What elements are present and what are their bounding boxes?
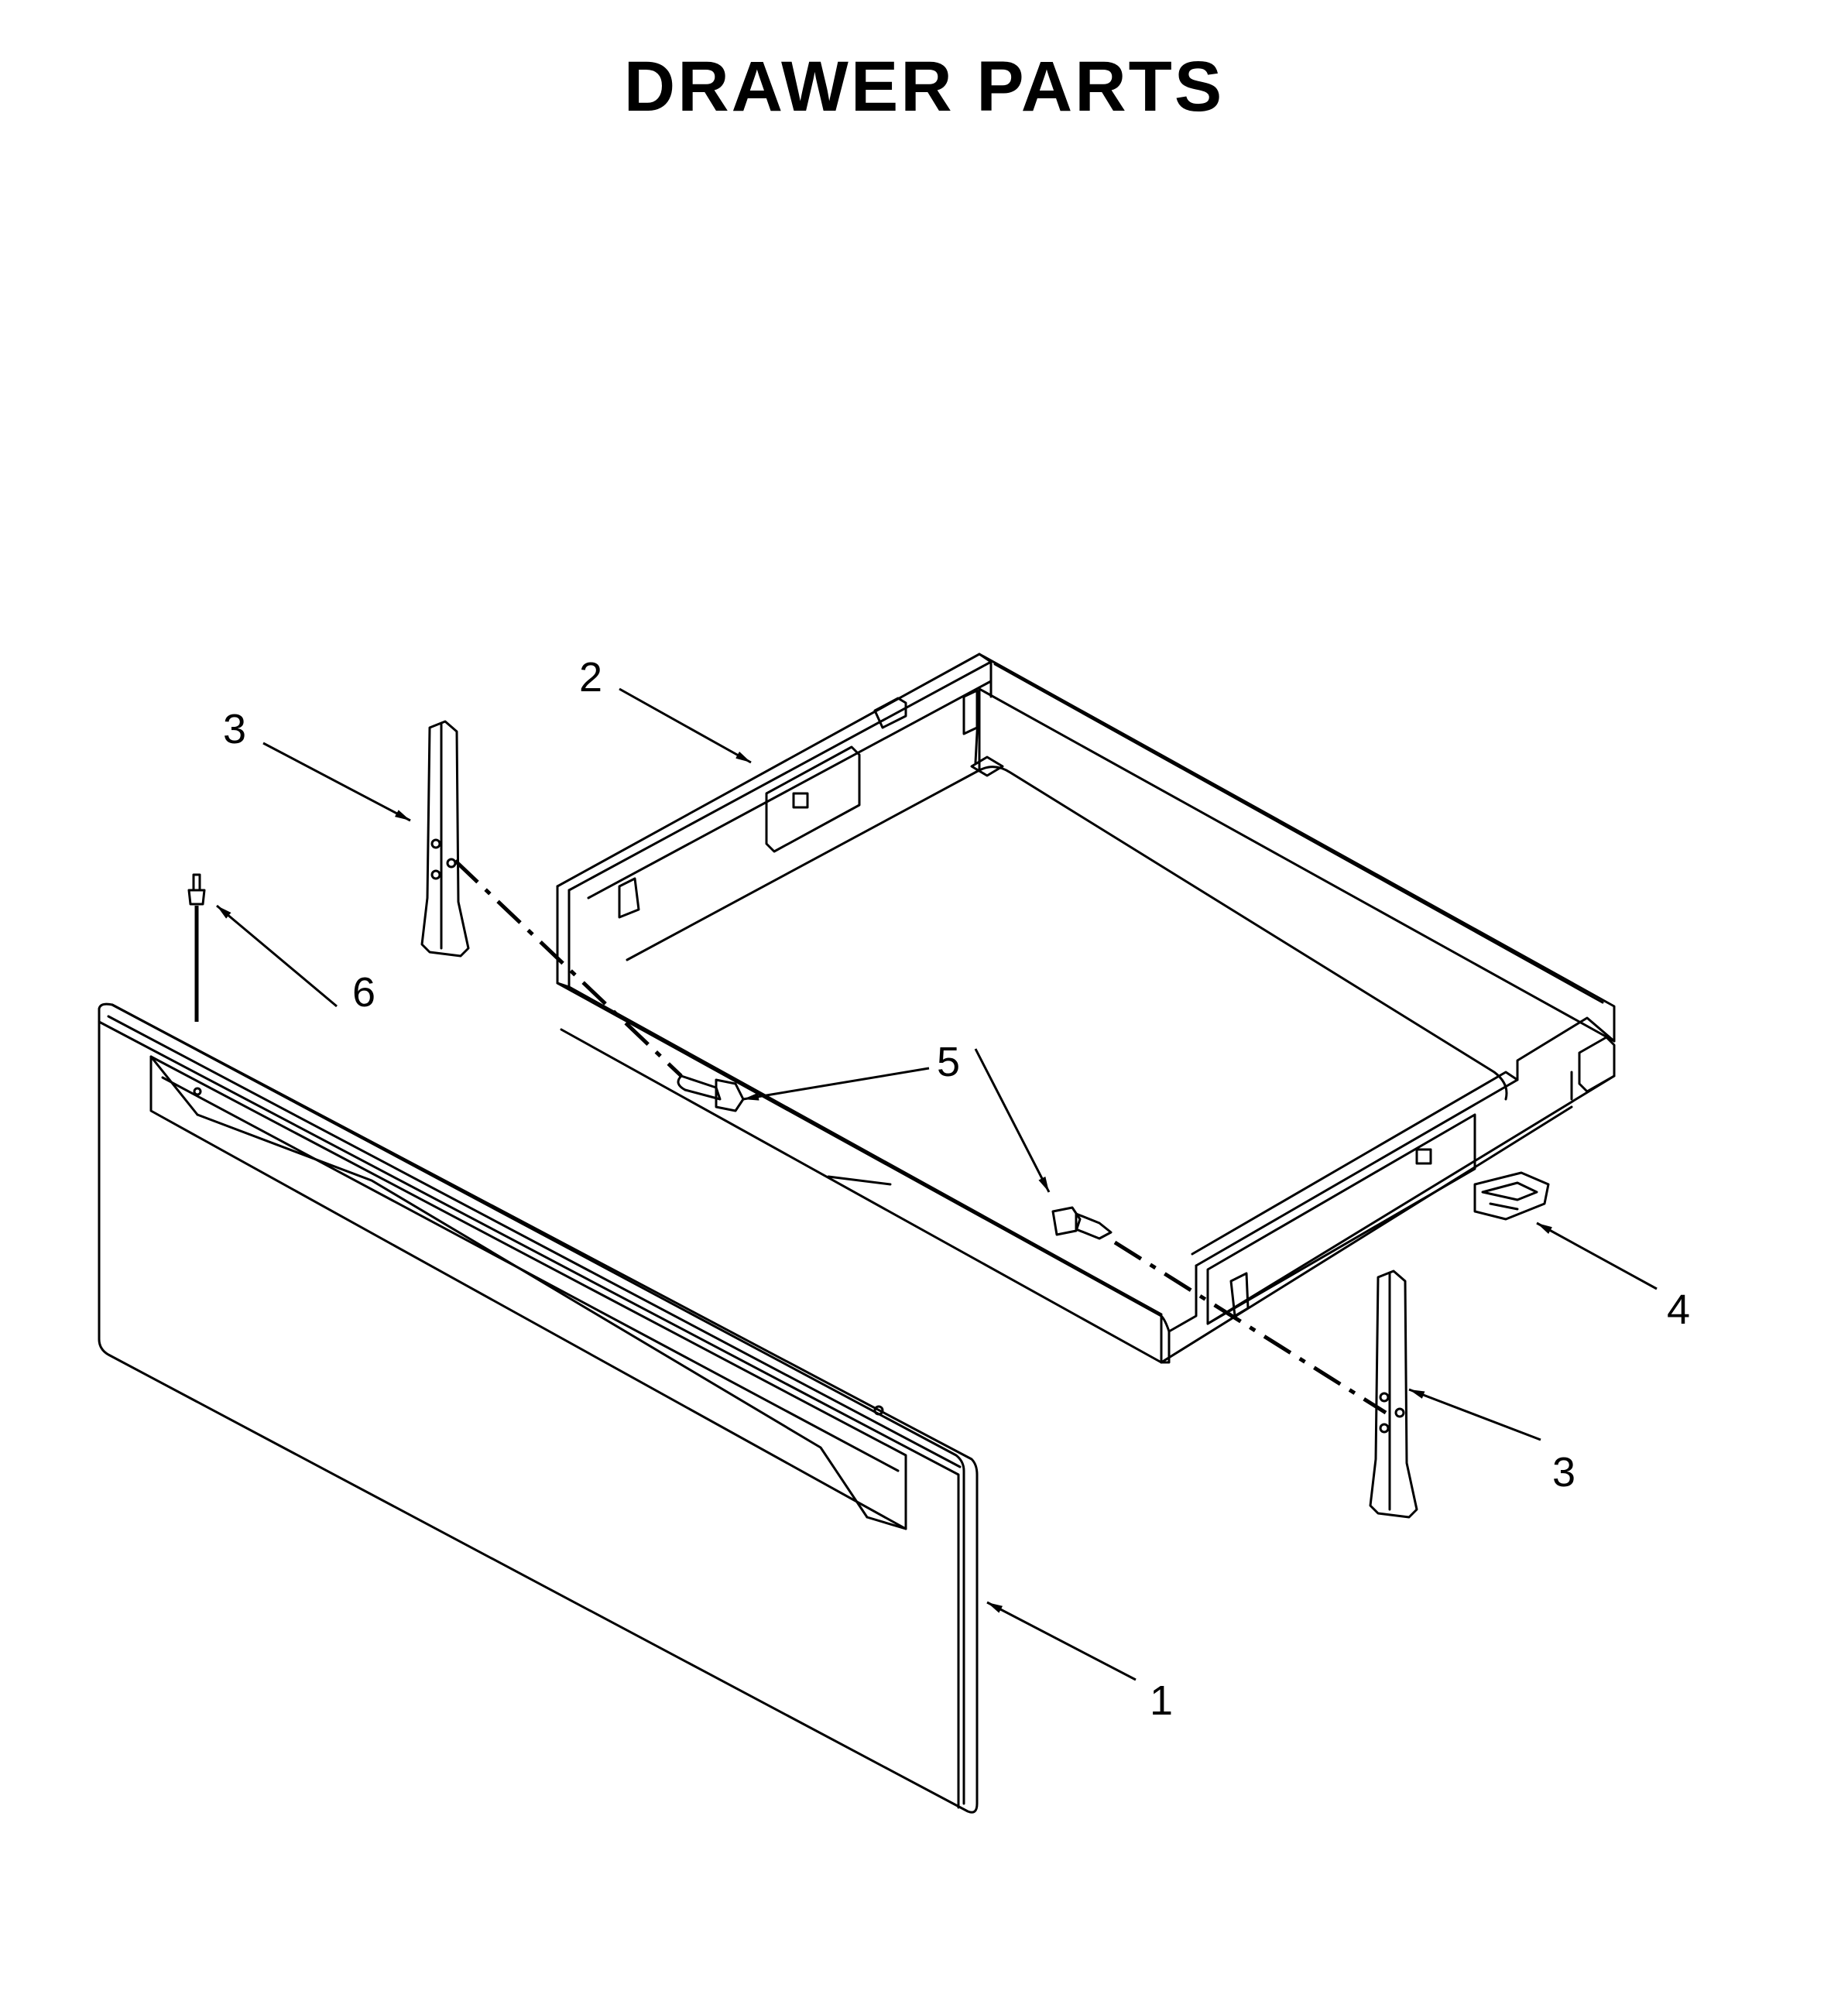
callout-leaders xyxy=(216,687,1658,1681)
callout-3-lower: 3 xyxy=(1552,1449,1576,1496)
callout-2: 2 xyxy=(579,654,603,701)
screw-top-pin xyxy=(187,873,206,906)
callout-5: 5 xyxy=(937,1039,961,1085)
drawer-slide-bracket-right xyxy=(1369,1269,1418,1519)
assembly-centerlines xyxy=(194,859,1387,1415)
drawer-slide-bracket-left xyxy=(420,720,470,958)
drawer-front-panel-part xyxy=(98,1002,979,1814)
leader-6 xyxy=(216,904,338,1008)
leader-4 xyxy=(1536,1222,1658,1290)
leader-3a xyxy=(262,742,411,822)
screw-upper xyxy=(677,1074,745,1112)
drawer-body-part xyxy=(556,653,1616,1364)
leader-3b xyxy=(1408,1388,1541,1441)
leader-5a xyxy=(742,1067,930,1101)
drawer-clip-part xyxy=(1473,1171,1550,1221)
leader-1 xyxy=(986,1601,1137,1681)
page-title: DRAWER PARTS xyxy=(623,47,1225,126)
callout-3-upper: 3 xyxy=(223,706,247,752)
callout-1: 1 xyxy=(1150,1677,1174,1724)
leader-2 xyxy=(619,687,752,764)
screw-lower xyxy=(1051,1206,1113,1240)
callout-6: 6 xyxy=(352,969,376,1016)
leader-5b xyxy=(974,1048,1051,1193)
callout-4: 4 xyxy=(1667,1287,1691,1333)
